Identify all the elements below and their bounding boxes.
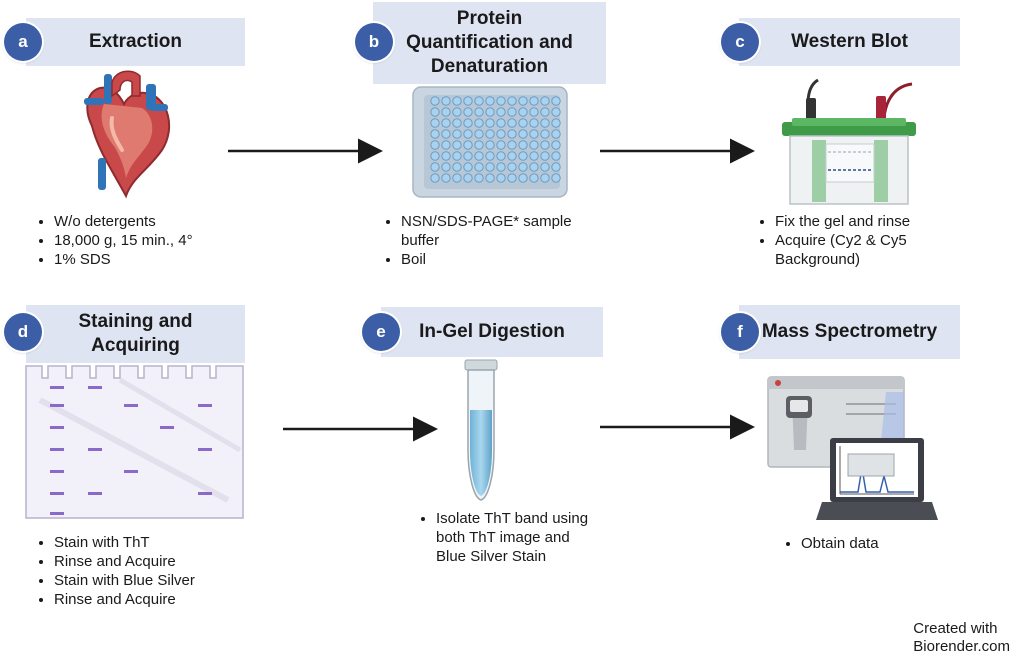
title-line: Denaturation — [430, 56, 549, 77]
badge-f: f — [721, 313, 759, 351]
steps-list-a: W/o detergents 18,000 g, 15 min., 4° 1% … — [34, 212, 274, 269]
steps-list-e: Isolate ThT band using both ThT image an… — [416, 509, 596, 566]
gel-band — [124, 404, 138, 407]
list-item: Fix the gel and rinse — [775, 212, 955, 231]
gel-bands — [50, 386, 212, 515]
title-text: Western Blot — [791, 31, 908, 52]
title-line: Staining and — [78, 311, 193, 332]
title-text: Extraction — [89, 31, 182, 52]
list-item: Acquire (Cy2 & Cy5 Background) — [775, 231, 955, 269]
list-item: 18,000 g, 15 min., 4° — [54, 231, 274, 250]
steps-list-b: NSN/SDS-PAGE* sample buffer Boil — [381, 212, 581, 269]
badge-d: d — [4, 313, 42, 351]
badge-b: b — [355, 23, 393, 61]
gel-band — [124, 470, 138, 473]
gel-band — [88, 386, 102, 389]
badge-c: c — [721, 23, 759, 61]
gel-band — [198, 492, 212, 495]
badge-a: a — [4, 23, 42, 61]
title-line: Protein — [456, 8, 523, 29]
credit-line: Created with — [913, 620, 998, 637]
list-item: 1% SDS — [54, 250, 274, 269]
gel-band — [50, 448, 64, 451]
list-item: NSN/SDS-PAGE* sample buffer — [401, 212, 581, 250]
list-item: Obtain data — [801, 534, 961, 553]
credit-text: Created with Biorender.com — [913, 620, 1010, 656]
title-line: Acquiring — [91, 335, 180, 356]
gel-band — [50, 470, 64, 473]
gel-band — [50, 404, 64, 407]
steps-list-f: Obtain data — [781, 534, 961, 553]
gel-band — [50, 426, 64, 429]
tube-icon — [464, 359, 498, 501]
title-c: Western Blot — [739, 18, 960, 66]
gel-band — [160, 426, 174, 429]
badge-e: e — [362, 313, 400, 351]
list-item: Isolate ThT band using both ThT image an… — [436, 509, 596, 566]
title-b: Protein Quantification and Denaturation — [373, 2, 606, 84]
title-e: In-Gel Digestion — [381, 307, 603, 357]
list-item: Boil — [401, 250, 581, 269]
gel-icon — [25, 365, 244, 519]
title-d: Staining and Acquiring — [26, 305, 245, 363]
title-text: Mass Spectrometry — [761, 321, 938, 342]
gel-band — [198, 404, 212, 407]
mass-spectrometer-icon — [767, 376, 938, 520]
well-plate-icon — [412, 86, 568, 198]
list-item: Stain with Blue Silver — [54, 571, 274, 590]
list-item: Rinse and Acquire — [54, 552, 274, 571]
steps-list-d: Stain with ThT Rinse and Acquire Stain w… — [34, 533, 274, 609]
title-a: Extraction — [26, 18, 245, 66]
credit-line: Biorender.com — [913, 638, 1010, 655]
list-item: Stain with ThT — [54, 533, 274, 552]
list-item: Rinse and Acquire — [54, 590, 274, 609]
gel-band — [88, 492, 102, 495]
list-item: W/o detergents — [54, 212, 274, 231]
western-blot-tank-icon — [782, 78, 916, 205]
title-text: In-Gel Digestion — [419, 321, 565, 342]
gel-band — [50, 386, 64, 389]
gel-band — [50, 492, 64, 495]
title-f: Mass Spectrometry — [739, 305, 960, 359]
gel-band — [50, 512, 64, 515]
title-line: Quantification and — [406, 32, 573, 53]
heart-icon — [84, 70, 171, 199]
gel-band — [198, 448, 212, 451]
gel-band — [88, 448, 102, 451]
steps-list-c: Fix the gel and rinse Acquire (Cy2 & Cy5… — [755, 212, 955, 269]
